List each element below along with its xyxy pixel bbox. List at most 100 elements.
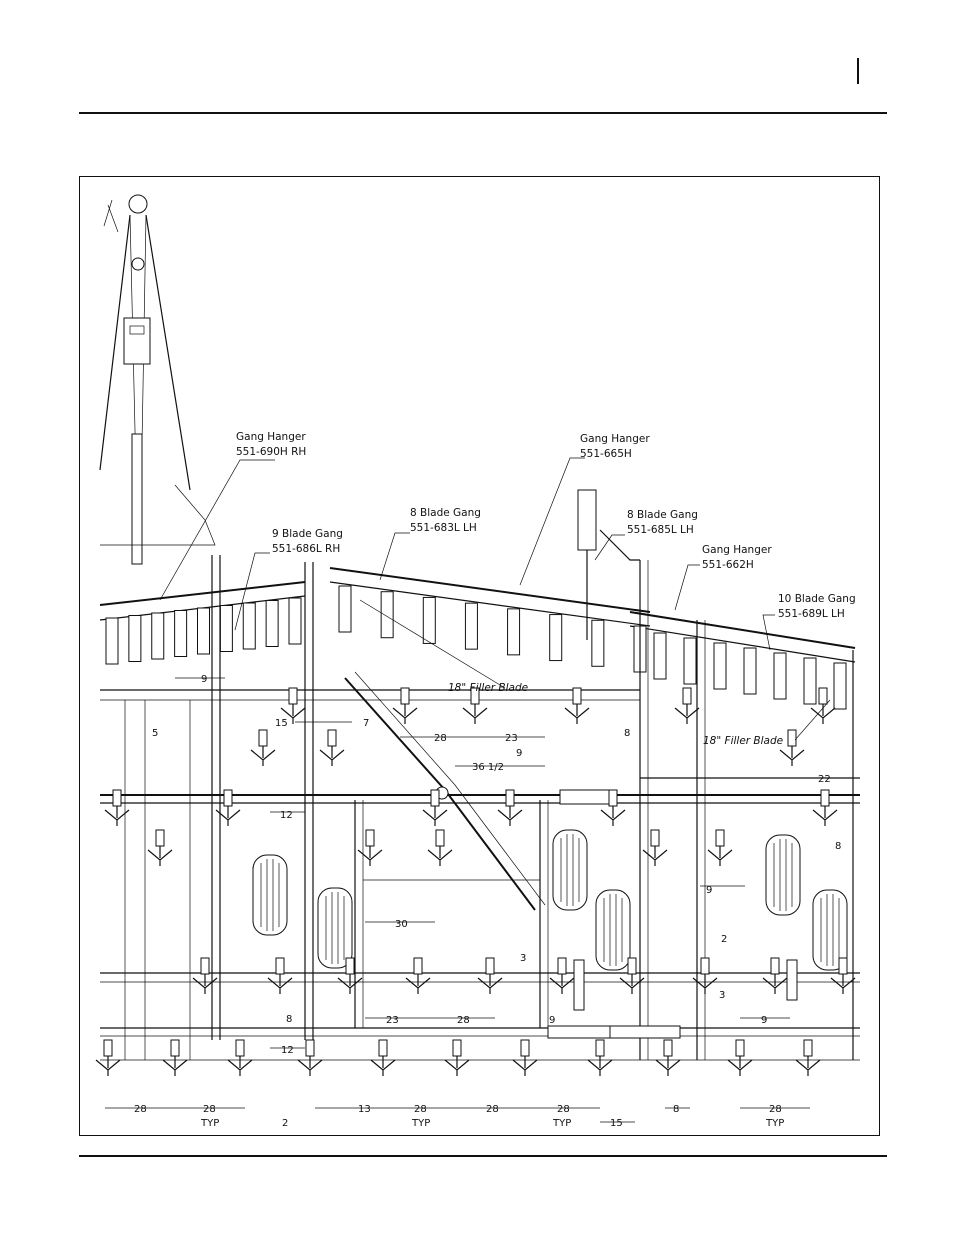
shank bbox=[192, 957, 218, 995]
dim-8-b: 8 bbox=[835, 841, 841, 852]
bottom-dim-typ-3: TYP bbox=[552, 1118, 571, 1129]
shank bbox=[642, 829, 668, 867]
bottom-dim-28-1: 28 bbox=[134, 1104, 147, 1115]
shank bbox=[297, 1039, 323, 1077]
bottom-dim-28-5: 28 bbox=[557, 1104, 570, 1115]
bottom-dim-15: 15 bbox=[610, 1118, 623, 1129]
header-tab-marker bbox=[857, 58, 859, 84]
shank bbox=[549, 957, 575, 995]
disc-blade bbox=[380, 591, 394, 639]
dim-22: 22 bbox=[818, 774, 831, 785]
disc-blade bbox=[219, 605, 233, 652]
disc-blade bbox=[422, 596, 436, 644]
shank bbox=[727, 1039, 753, 1077]
disc-blade bbox=[507, 608, 521, 656]
shank bbox=[319, 729, 345, 767]
dim-8-a: 8 bbox=[624, 728, 630, 739]
blade9-title: 9 Blade Gang bbox=[272, 528, 343, 540]
bottom-dim-28-3: 28 bbox=[414, 1104, 427, 1115]
gang-hanger-right-part: 551-662H bbox=[702, 559, 754, 571]
header-rule bbox=[79, 112, 887, 114]
blade10-title: 10 Blade Gang bbox=[778, 593, 856, 605]
disc-blade bbox=[464, 602, 478, 650]
bottom-dim-28-6: 28 bbox=[769, 1104, 782, 1115]
dimension-lines bbox=[105, 677, 855, 1123]
shank bbox=[444, 1039, 470, 1077]
bottom-dim-typ-1: TYP bbox=[200, 1118, 219, 1129]
dim-9-d: 9 bbox=[761, 1015, 767, 1026]
disc-blade bbox=[265, 600, 279, 647]
dim-28-b: 28 bbox=[457, 1015, 470, 1026]
dim-9-half: 9 bbox=[706, 885, 712, 896]
bottom-dim-typ-4: TYP bbox=[765, 1118, 784, 1129]
disc-blade bbox=[591, 619, 605, 667]
lift-cylinder bbox=[547, 489, 798, 1039]
shank bbox=[674, 687, 700, 725]
shank bbox=[512, 1039, 538, 1077]
blade8b-part: 551-685L LH bbox=[627, 524, 694, 536]
shank bbox=[779, 729, 805, 767]
bottom-dim-13-half: 13 bbox=[358, 1104, 371, 1115]
shank bbox=[250, 729, 276, 767]
shank bbox=[564, 687, 590, 725]
shank bbox=[762, 957, 788, 995]
disc-blade bbox=[713, 642, 727, 690]
shank bbox=[357, 829, 383, 867]
blade8b-title: 8 Blade Gang bbox=[627, 509, 698, 521]
disc-blade bbox=[833, 662, 847, 710]
shank bbox=[405, 957, 431, 995]
disc-blade bbox=[197, 607, 210, 655]
dim-2-half-a: 2 bbox=[721, 934, 727, 945]
shank bbox=[162, 1039, 188, 1077]
disc-blade bbox=[105, 617, 119, 665]
bottom-dim-2-half: 2 bbox=[282, 1118, 288, 1129]
dim-36-half: 36 1/2 bbox=[472, 762, 504, 773]
dim-12-b: 12 bbox=[281, 1045, 294, 1056]
dim-23-b: 23 bbox=[386, 1015, 399, 1026]
dim-23-a: 23 bbox=[505, 733, 518, 744]
shank bbox=[370, 1039, 396, 1077]
disc-blade bbox=[288, 597, 302, 645]
dim-9-top: 9 bbox=[201, 674, 207, 685]
bottom-dim-8-half: 8 bbox=[673, 1104, 679, 1115]
filler-blade-1: 18" Filler Blade bbox=[448, 682, 528, 694]
dim-8-half-a: 8 bbox=[286, 1014, 292, 1025]
gang-hanger-rh-title: Gang Hanger bbox=[236, 431, 306, 443]
disc-blade bbox=[743, 647, 757, 695]
bottom-dim-28-4: 28 bbox=[486, 1104, 499, 1115]
gang-hanger-mid-title: Gang Hanger bbox=[580, 433, 650, 445]
dim-30: 30 bbox=[395, 919, 408, 930]
dim-3-8-a: 3 bbox=[520, 953, 526, 964]
disc-blade bbox=[683, 637, 697, 685]
disc-blade bbox=[242, 602, 256, 650]
shank bbox=[587, 1039, 613, 1077]
shank bbox=[427, 829, 453, 867]
leader-lines bbox=[159, 457, 831, 741]
shank bbox=[795, 1039, 821, 1077]
blade9-part: 551-686L RH bbox=[272, 543, 340, 555]
blade-gangs bbox=[105, 585, 847, 710]
disc-blade bbox=[128, 615, 142, 662]
gang-hanger-right-title: Gang Hanger bbox=[702, 544, 772, 556]
shank bbox=[707, 829, 733, 867]
gang-hanger-mid-part: 551-665H bbox=[580, 448, 632, 460]
dim-15-half: 15 bbox=[275, 718, 288, 729]
dim-5-half: 5 bbox=[152, 728, 158, 739]
dim-9-b: 9 bbox=[516, 748, 522, 759]
disc-blade bbox=[773, 652, 787, 700]
disc-blade bbox=[803, 657, 817, 705]
disc-blade bbox=[549, 614, 563, 662]
dim-28-a: 28 bbox=[434, 733, 447, 744]
shank bbox=[147, 829, 173, 867]
dim-3-8-b: 3 bbox=[719, 990, 725, 1001]
disc-blade bbox=[151, 612, 165, 660]
shank bbox=[655, 1039, 681, 1077]
disc-blade bbox=[653, 632, 667, 680]
dim-7-5-8: 7 bbox=[363, 718, 369, 729]
blade8a-part: 551-683L LH bbox=[410, 522, 477, 534]
disc-blade bbox=[338, 585, 352, 633]
bottom-dim-28-2: 28 bbox=[203, 1104, 216, 1115]
disc-blade bbox=[174, 610, 188, 657]
filler-blade-2: 18" Filler Blade bbox=[703, 735, 783, 747]
